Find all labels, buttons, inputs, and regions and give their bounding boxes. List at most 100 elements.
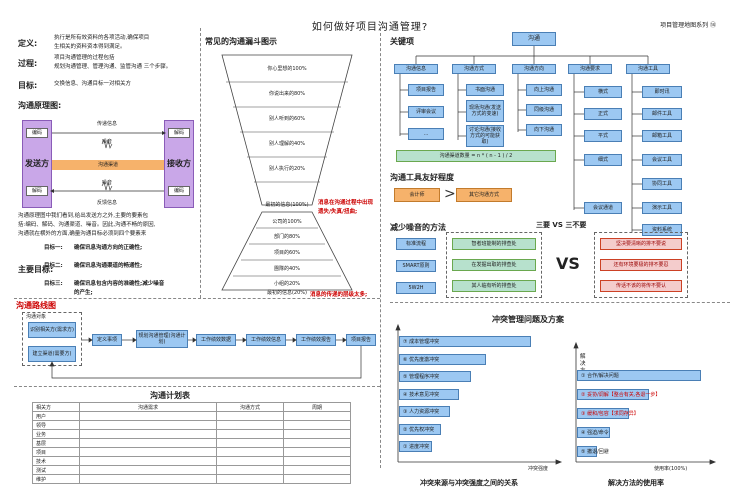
conflict-caption: 冲突来源与冲突强度之间的关系 [420,479,518,487]
divider-mid [380,28,381,468]
route-label: 沟通路线图 [16,301,56,310]
tree-root: 沟通 [512,32,556,46]
tree-tool-3: 邮箱工具 [642,130,682,142]
solve-bar-label: ① 合作/解决问题 [581,373,619,379]
tree-dir-2: 同级沟通 [526,104,562,116]
vs-item-3: 传话不该的将传不要认 [600,280,682,292]
funnel2-layer-1: 公司的100% [272,218,302,225]
conflict-bar [399,371,471,382]
divider-route [14,298,380,299]
conflict-bar [399,336,531,347]
funnel-title: 常见的沟通漏斗图示 [205,37,277,46]
funnel-note-bottom: 最初的信息(20%) [266,290,307,296]
process-text-2: 规划沟通管理、管理沟通、监管沟通 三个步骤。 [54,64,172,70]
goal2-label: 目标二: [44,263,63,269]
conflict-bar [399,406,450,417]
goal-label: 目标: [18,81,38,90]
tree-cat-method: 沟通方式 [452,64,496,74]
funnel-warn-1: 消息在沟通过程中出现 [318,200,374,206]
principle-arrows [50,131,166,193]
tool-friendly-label: 沟通工具友好程度 [390,173,454,182]
vs-frame [594,232,688,298]
noise-mid-2: 在发掘出取的排查处 [452,259,536,271]
principle-label: 沟通原理图: [18,101,62,110]
tool-friendly-a: 会计师 [394,188,440,202]
conflict-bar-label: ⑦ 成本管理冲突 [403,339,440,345]
noise-label-bottom: 噪音 [101,180,112,186]
tree-method-3: 讨论沟通(接收方式的可能获取) [466,125,504,147]
solve-xlabel: 使用率(100%) [654,466,688,472]
tree-cat-dir: 沟通方向 [512,64,556,74]
solve-bar-label: ② 妥协/调解【整合有关,各退一步】 [581,392,661,398]
tool-friendly-b: 其它沟通方式 [456,188,512,202]
noise-mid-frame [446,232,542,298]
tree-tool-4: 会议工具 [642,154,682,166]
tree-tool-6: 演示工具 [642,202,682,214]
definition-text-2: 生相关的资料资本得到满足。 [54,44,126,50]
route-target-label: 沟通对象 [26,314,47,320]
process-text-1: 项目沟通管理的过程包括 [54,55,115,61]
tree-cat-info: 沟通信息 [394,64,438,74]
conflict-bar [399,354,486,365]
tree-tool-7: 资料系统 [642,224,682,236]
conflict-bar-label: ② 优先权冲突 [403,427,435,433]
goal-text: 交换信息、沟通目标一对相关方 [54,81,132,87]
conflict-bar-label: ④ 技术意见冲突 [403,392,440,398]
tree-req-1: 横式 [584,86,622,98]
funnel2-layer-5: 小组的20% [273,280,301,287]
vs-title: 三要 VS 三不要 [536,221,587,229]
conflict-title: 冲突管理问题及方案 [492,315,564,324]
tree-req-5: 会议通道 [584,202,622,214]
tree-tool-5: 协同工具 [642,178,682,190]
chevron-right-icon: > [444,186,456,202]
funnel2-layer-3: 项目的60% [273,249,301,256]
goal3-text-1: 确保讯息包含内容的准确性;减少噪音 [74,281,165,287]
solve-bar [577,370,701,381]
feedback-label: 反馈信息 [96,200,117,206]
channel-bar: 沟通渠道 [52,160,164,170]
route-step-2: 规划沟通管理(沟通计划) [136,330,188,348]
conflict-bar-label: ① 进度冲突 [403,444,430,450]
solve-caption: 解决方法的使用率 [608,479,664,487]
plan-title: 沟通计划表 [150,391,190,400]
tree-dir-1: 向上沟通 [526,84,562,96]
vs-item-2: 还有环境要极的排不要忍 [600,259,682,271]
conflict-bar [399,424,441,435]
conflict-bar [399,441,432,452]
tree-info-3: ... [408,128,444,140]
tree-info-2: 评审会议 [408,106,444,118]
tree-tool-1: 即时讯 [642,86,682,98]
plan-cell[interactable] [283,474,351,484]
conflict-bar-label: ③ 人力资源冲突 [403,409,440,415]
goal1-label: 目标一: [44,245,63,251]
route-step-5: 工作绩效报告 [296,334,336,346]
definition-label: 定义: [18,39,38,48]
tree-req-4: 细式 [584,154,622,166]
goal1-text: 确保讯息沟通方向的正确性; [74,245,143,251]
goal2-text: 确保讯息沟通渠道的畅通性; [74,263,143,269]
noise-methods-label: 减少噪音的方法 [390,223,446,232]
conflict-bar-label: ⑥ 优先度激冲突 [403,357,440,363]
solve-bar-label: ⑤ 撤退/回避 [581,449,609,455]
vs-label: VS [556,254,580,273]
encode-box-1: 编码 [26,128,48,138]
definition-text-1: 执行是所有效资料的各项活动,确保项目 [54,35,150,41]
sender-label: 发送方 [25,159,49,168]
solve-bar [577,446,597,457]
noise-mid-3: 其人临有听的排查处 [452,280,536,292]
funnel-warn-2: 遗失/失真/扭曲; [318,209,358,215]
funnel-note-top: 最初的信息(100%) [265,202,309,208]
solve-bar-label: ③ 缓和/包容【求同存异】 [581,411,639,417]
noise-mid-1: 智者班能制的排查处 [452,238,536,250]
decode-box-1: 解码 [26,186,48,196]
tree-dir-3: 向下沟通 [526,124,562,136]
noise-item-1: 标准流程 [396,238,436,250]
tree-req-2: 正式 [584,108,622,120]
funnel-warn-3: 消息的传递的层级太多; [310,292,368,298]
solve-bar [577,389,649,400]
divider-plan [14,386,380,387]
conflict-xlabel: 冲突强度 [528,466,549,472]
receiver-label: 接收方 [167,159,191,168]
